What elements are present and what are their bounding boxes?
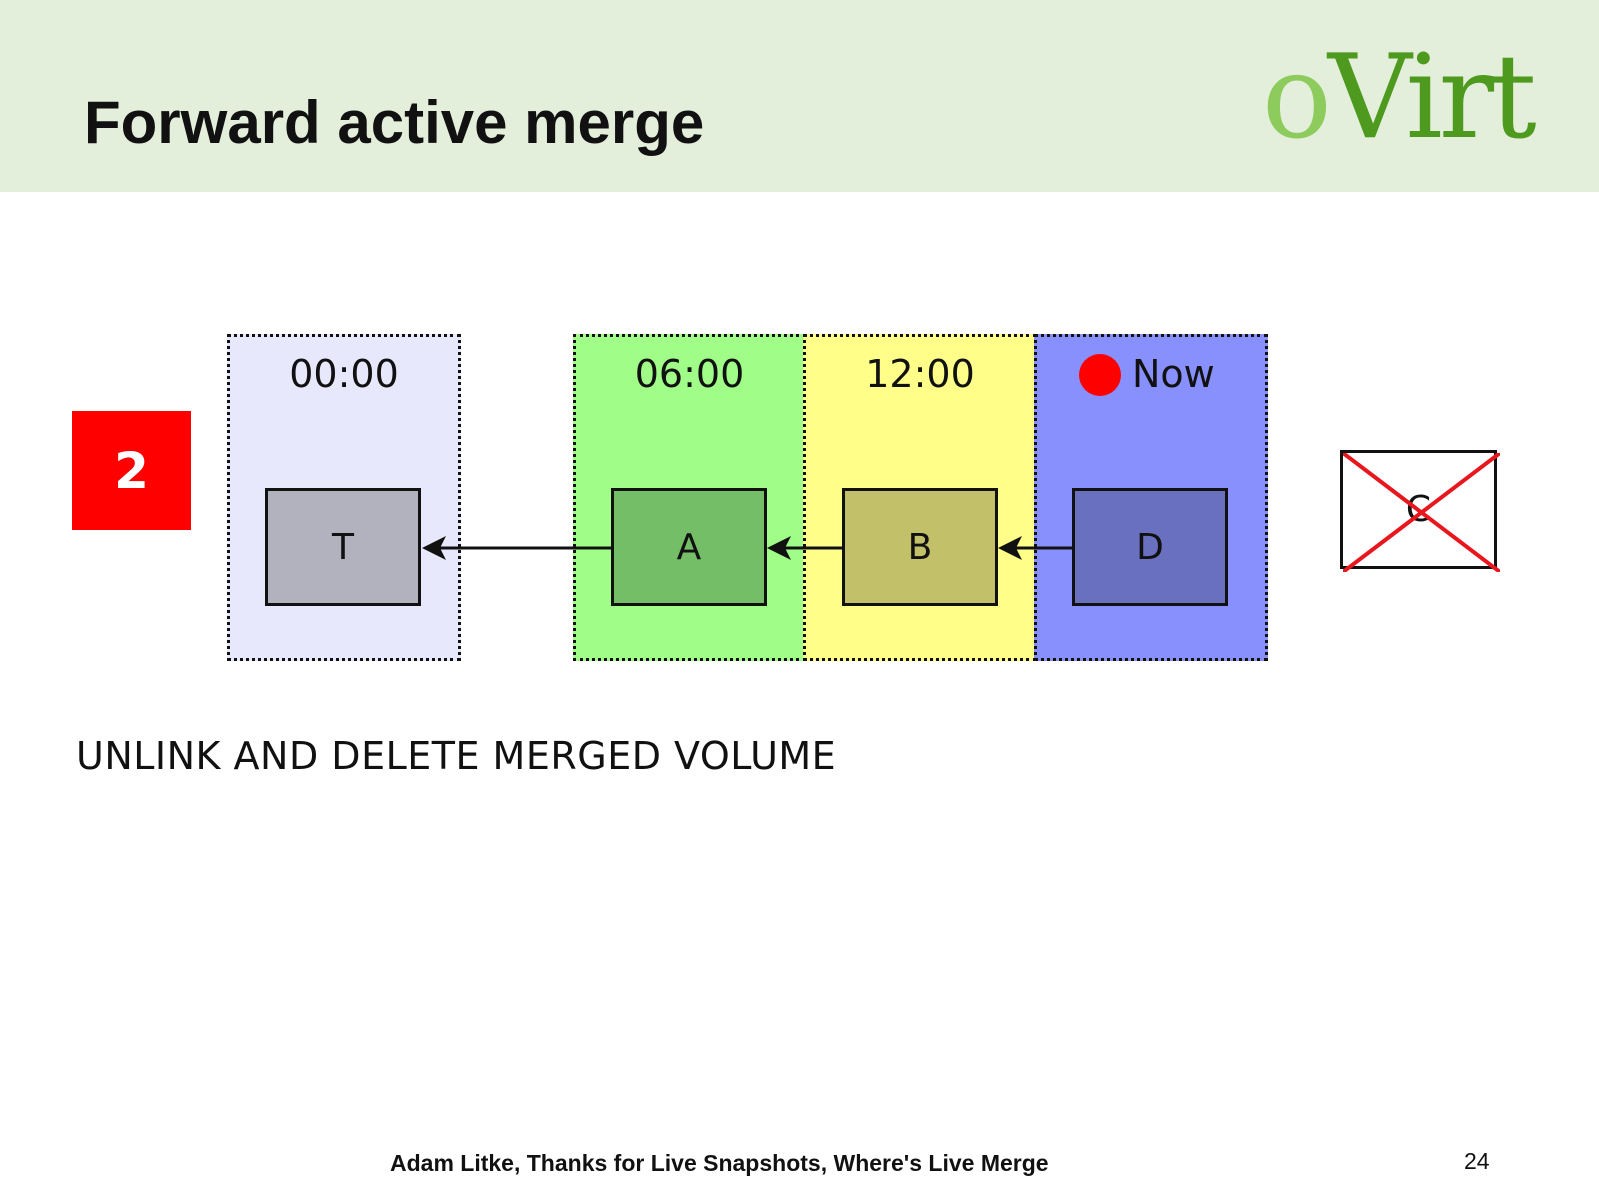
footer-text: Adam Litke, Thanks for Live Snapshots, W…	[390, 1150, 1049, 1176]
slide-title: Forward active merge	[84, 89, 705, 156]
step-caption: UNLINK AND DELETE MERGED VOLUME	[76, 734, 837, 778]
volume-b: B	[842, 488, 998, 606]
zone-label-06-00: 06:00	[634, 352, 745, 396]
step-number-badge: 2	[72, 411, 191, 530]
deleted-volume-c: C	[1340, 450, 1500, 572]
volume-a: A	[611, 488, 767, 606]
zone-label-12-00: 12:00	[865, 352, 975, 396]
arrowhead-b	[998, 536, 1022, 560]
page-number: 24	[1464, 1148, 1490, 1174]
ovirt-logo: oVirt	[1262, 40, 1537, 156]
volume-d: D	[1072, 488, 1228, 606]
arrowhead-a	[767, 536, 791, 560]
delete-cross-icon	[1343, 453, 1500, 572]
zone-label-now: Now	[1132, 352, 1215, 396]
arrowhead-t	[422, 536, 446, 560]
logo-o: o	[1262, 30, 1332, 165]
volume-t: T	[265, 488, 421, 606]
live-indicator-dot	[1079, 354, 1121, 396]
logo-virt: Virt	[1327, 30, 1537, 165]
slide-header: Forward active merge oVirt	[0, 0, 1599, 192]
zone-label-00-00: 00:00	[289, 352, 399, 396]
